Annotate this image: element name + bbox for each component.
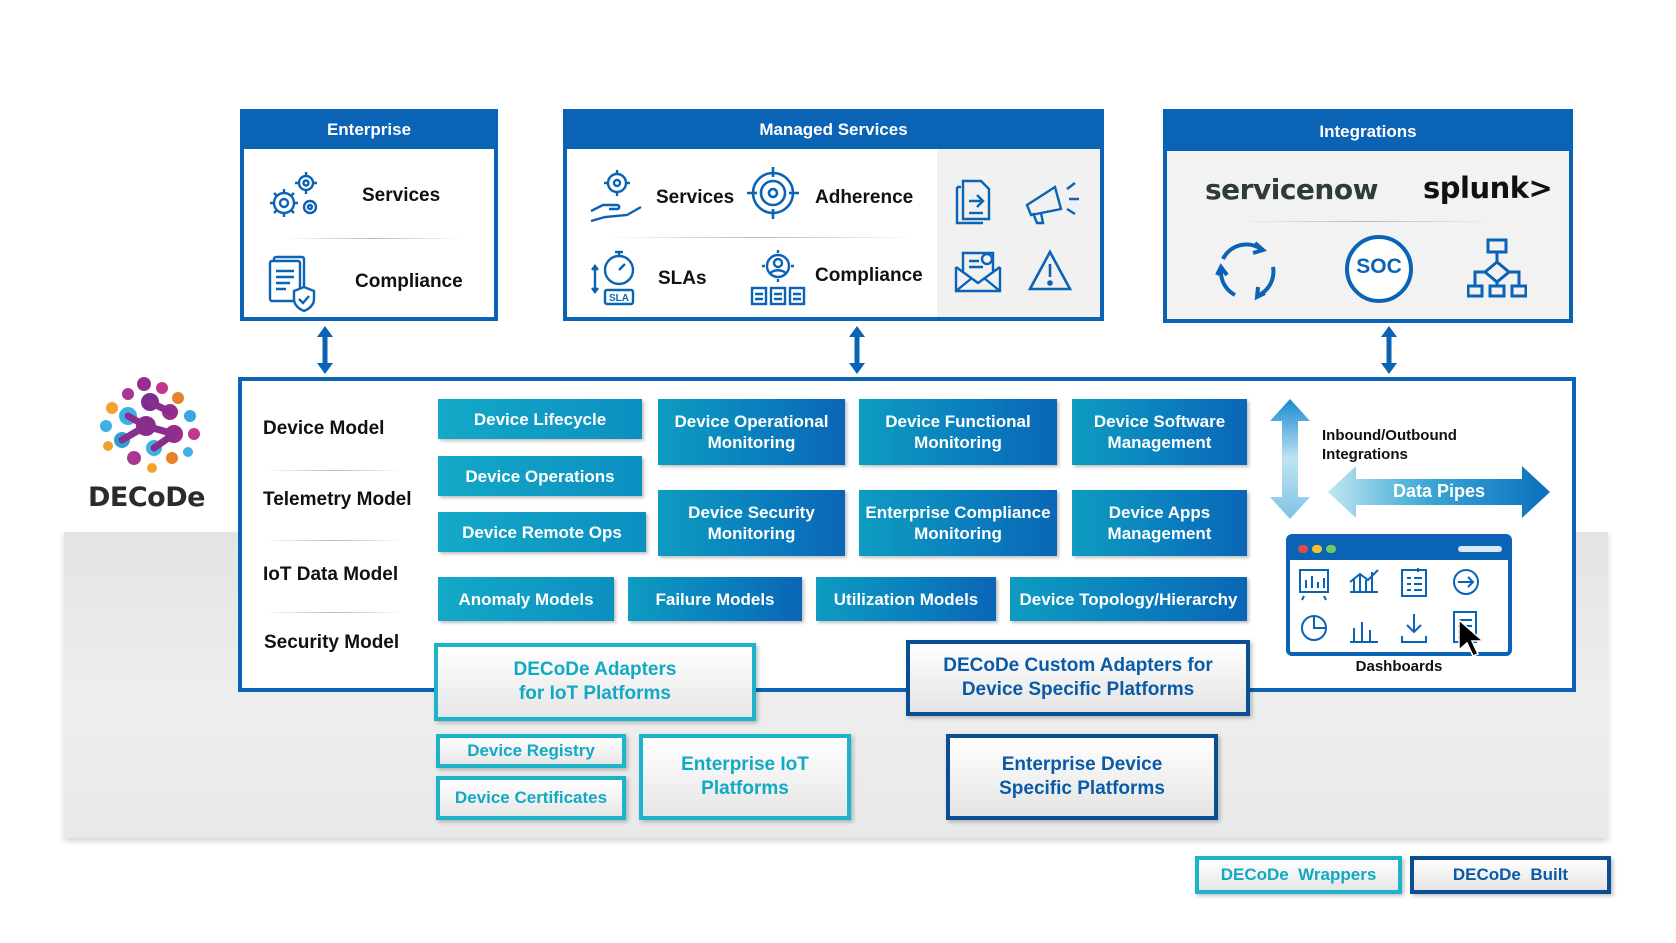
model-iot-data: IoT Data Model [263, 564, 399, 585]
compliance-doc-icon [268, 255, 316, 313]
double-arrow-integrations [1381, 326, 1397, 374]
cursor-icon [1458, 618, 1485, 657]
decode-logo-text: DECoDe [88, 482, 205, 513]
separator [264, 540, 404, 541]
enterprise-panel: Enterprise Services Compliance [240, 109, 498, 321]
decode-adapters-iot: DECoDe Adapters for IoT Platforms [434, 643, 756, 721]
ms-services-label: Services [656, 187, 735, 208]
ms-compliance-label: Compliance [815, 265, 923, 286]
svg-text:SLA: SLA [609, 293, 629, 304]
soc-label: SOC [1356, 255, 1402, 278]
decode-custom-adapters: DECoDe Custom Adapters for Device Specif… [906, 640, 1250, 716]
legend-wrappers: DECoDe Wrappers [1195, 856, 1402, 894]
separator [264, 612, 404, 613]
compliance-gear-docs-icon [750, 250, 806, 306]
hand-gear-icon [590, 170, 642, 223]
separator [284, 238, 464, 239]
ms-slas-label: SLAs [658, 268, 707, 289]
data-pipes-arrow [1328, 466, 1550, 518]
decode-platform-box: Device Model Telemetry Model IoT Data Mo… [238, 377, 1576, 692]
data-pipes-label: Data Pipes [1392, 481, 1486, 501]
model-device: Device Model [263, 418, 385, 439]
enterprise-title: Enterprise [244, 113, 494, 149]
legend-built: DECoDe Built [1410, 856, 1611, 894]
megaphone-icon [1025, 182, 1079, 225]
model-telemetry: Telemetry Model [263, 489, 412, 510]
tile-enterprise-compliance-monitoring: Enterprise Compliance Monitoring [859, 490, 1057, 556]
sla-stopwatch-icon: SLA [591, 250, 635, 306]
enterprise-device-specific-platforms: Enterprise Device Specific Platforms [946, 734, 1218, 820]
enterprise-iot-platforms: Enterprise IoT Platforms [639, 734, 851, 820]
tile-utilization-models: Utilization Models [816, 577, 996, 621]
double-arrow-enterprise [317, 326, 333, 374]
enterprise-services-label: Services [362, 185, 441, 206]
separator [607, 237, 917, 238]
window-dot-red [1298, 545, 1308, 553]
tile-device-security-monitoring: Device Security Monitoring [658, 490, 845, 556]
soc-icon [1345, 235, 1413, 303]
managed-services-title: Managed Services [567, 113, 1100, 149]
window-dot-green [1326, 545, 1336, 553]
managed-services-grey-area [937, 149, 1100, 317]
window-bar [1458, 546, 1502, 552]
tile-failure-models: Failure Models [628, 577, 802, 621]
integrations-panel: Integrations servicenow splunk> SOC [1163, 109, 1573, 323]
dashboard-icons [1299, 568, 1479, 643]
tile-device-operational-monitoring: Device Operational Monitoring [658, 399, 845, 465]
email-icon [954, 251, 1002, 293]
device-registry: Device Registry [436, 734, 626, 768]
document-transfer-icon [955, 179, 991, 225]
servicenow-logo: servicenow [1205, 173, 1378, 206]
model-security: Security Model [264, 632, 400, 653]
integrations-title: Integrations [1167, 113, 1569, 151]
inbound-outbound-label: Inbound/Outbound Integrations [1322, 427, 1457, 463]
dashboard-titlebar [1290, 538, 1508, 560]
sync-icon [1215, 241, 1276, 301]
splunk-logo: splunk> [1423, 171, 1553, 205]
managed-services-panel: Managed Services Services Adherence SLA … [563, 109, 1104, 321]
separator [1237, 221, 1497, 222]
tile-device-apps-management: Device Apps Management [1072, 490, 1247, 556]
tile-device-operations: Device Operations [438, 456, 642, 496]
tile-device-topology: Device Topology/Hierarchy [1010, 577, 1247, 621]
enterprise-compliance-label: Compliance [355, 271, 463, 292]
decode-logo-graphic [100, 377, 200, 473]
tile-device-remote-ops: Device Remote Ops [438, 512, 646, 552]
target-icon [747, 167, 799, 219]
vertical-gradient-double-arrow [1270, 399, 1310, 519]
device-certificates: Device Certificates [436, 776, 626, 820]
warning-icon [1027, 249, 1073, 291]
tile-device-functional-monitoring: Device Functional Monitoring [859, 399, 1057, 465]
window-dot-yellow [1312, 545, 1322, 553]
separator [264, 470, 404, 471]
tile-device-software-management: Device Software Management [1072, 399, 1247, 465]
tile-device-lifecycle: Device Lifecycle [438, 399, 642, 439]
dashboards-label: Dashboards [1355, 658, 1443, 675]
gears-icon [270, 172, 318, 217]
hierarchy-icon [1467, 238, 1527, 298]
tile-anomaly-models: Anomaly Models [438, 577, 614, 621]
ms-adherence-label: Adherence [815, 187, 914, 208]
double-arrow-managed [849, 326, 865, 374]
